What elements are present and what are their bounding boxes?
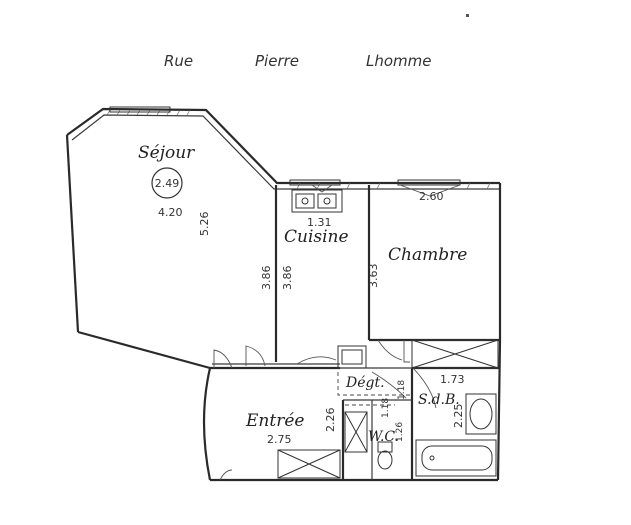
doors	[213, 184, 461, 481]
entree-depth: 2.26	[324, 408, 337, 433]
cuisine-depth-right: 3.86	[281, 266, 294, 291]
room-label-sdb: S.d.B.	[418, 392, 460, 408]
degt-width: 1.18	[397, 380, 407, 400]
bathtub	[415, 439, 497, 477]
degt-cupboard	[337, 345, 367, 369]
wc-depth: 1.18	[381, 398, 391, 418]
room-label-degt: Dégt.	[345, 375, 385, 391]
street-word-lhomme: Lhomme	[366, 52, 432, 70]
wc-width: 1.26	[395, 422, 405, 442]
street-word-rue: Rue	[164, 52, 193, 70]
chambre-cupboard	[411, 339, 499, 369]
chambre-window-width: 2.60	[419, 190, 444, 203]
sejour-circled-value: 2.49	[155, 177, 180, 190]
entree-width: 2.75	[267, 433, 292, 446]
sdb-width: 1.73	[440, 373, 465, 386]
interior-walls	[210, 185, 500, 480]
room-label-chambre: Chambre	[388, 245, 467, 265]
chambre-depth: 3.63	[367, 264, 380, 289]
sejour-depth: 5.26	[198, 212, 211, 237]
entree-corridor-dashes	[337, 372, 410, 406]
bathroom-basin	[465, 393, 497, 435]
street-word-pierre: Pierre	[255, 52, 299, 70]
entree-cupboard	[277, 449, 341, 479]
wc-toilet	[377, 441, 393, 470]
cuisine-depth-left: 3.86	[260, 266, 273, 291]
scan-speck	[466, 14, 469, 17]
room-label-cuisine: Cuisine	[284, 227, 349, 247]
kitchen-sink	[291, 189, 343, 213]
sdb-depth: 2.25	[452, 404, 465, 429]
room-label-wc: W.C.	[368, 429, 399, 445]
sejour-width: 4.20	[158, 206, 183, 219]
cuisine-width: 1.31	[307, 216, 332, 229]
wc-cupboard	[344, 411, 368, 453]
sejour-circle	[151, 167, 183, 199]
room-label-sejour: Séjour	[138, 143, 195, 163]
room-label-entree: Entrée	[245, 411, 304, 431]
outer-walls	[65, 106, 502, 482]
